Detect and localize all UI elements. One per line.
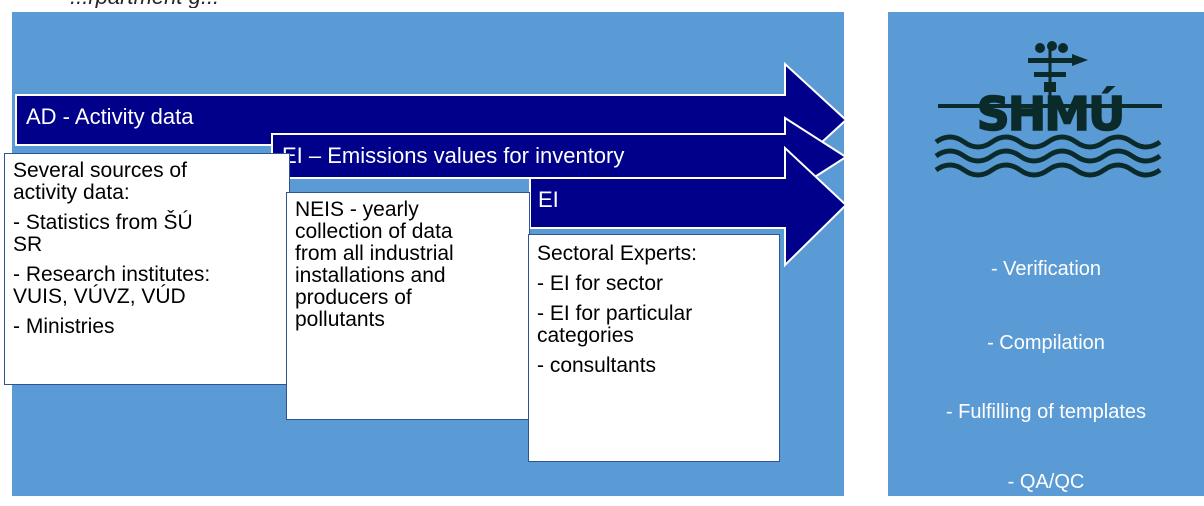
svg-text:SHMÚ: SHMÚ (977, 87, 1124, 141)
box-line: - consultants (537, 354, 657, 377)
box-line: Sectoral Experts: (537, 242, 697, 265)
arrow-ei (529, 145, 848, 268)
arrow-label-emissions-values: EI – Emissions values for inventory (282, 143, 625, 168)
item-qa-qc: - QA/QC (1007, 471, 1085, 493)
item-fulfilling-templates: - Fulfilling of templates (945, 401, 1147, 423)
box-line: from all industrial (295, 242, 454, 265)
right-panel (888, 12, 1204, 496)
box-line: SR (13, 233, 43, 256)
box-line: installations and (295, 264, 446, 287)
box-line: producers of (295, 286, 412, 309)
box-line: Several sources of (13, 159, 187, 182)
shmu-logo: SHMÚ (934, 41, 1162, 178)
box-line: - Statistics from ŠÚ (13, 211, 193, 234)
box-line: - EI for sector (537, 272, 664, 295)
box-sectoral-experts: Sectoral Experts: - EI for sector - EI f… (528, 234, 780, 462)
box-neis: NEIS - yearly collection of data from al… (286, 192, 530, 420)
box-line: activity data: (13, 181, 130, 204)
box-line: NEIS - yearly (295, 198, 419, 221)
partial-caption: ...rpartment g... (70, 0, 330, 8)
arrow-label-ei: EI (538, 187, 559, 212)
box-line: - EI for particular (537, 302, 693, 325)
box-line: - Research institutes: (13, 263, 211, 286)
box-line: - Ministries (13, 315, 115, 338)
box-line: VUIS, VÚVZ, VÚD (13, 285, 186, 308)
arrow-label-activity-data: AD - Activity data (26, 104, 194, 129)
box-activity-sources: Several sources of activity data: - Stat… (4, 153, 290, 385)
box-line: collection of data (295, 220, 453, 243)
item-compilation: - Compilation (987, 332, 1105, 354)
box-line: pollutants (295, 308, 385, 331)
box-line: categories (537, 324, 634, 347)
item-verification: - Verification (990, 258, 1102, 280)
